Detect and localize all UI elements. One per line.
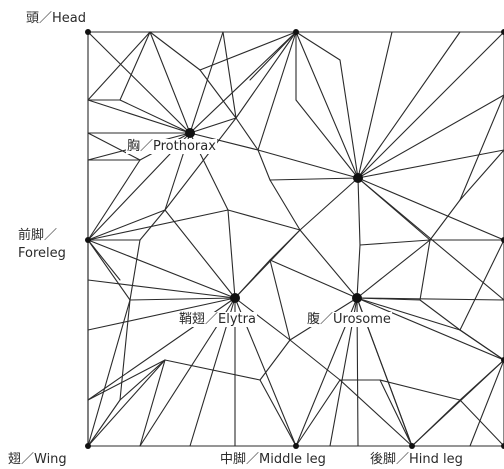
crease-line <box>88 240 130 300</box>
crease-line <box>460 360 504 400</box>
label-middle-leg: 中脚／Middle leg <box>220 452 326 467</box>
crease-line <box>380 380 460 400</box>
crease-line <box>460 400 504 446</box>
crease-line <box>358 178 430 240</box>
crease-line <box>296 380 340 446</box>
crease-line <box>296 32 358 178</box>
crease-line <box>296 100 358 178</box>
crease-line <box>88 32 150 100</box>
crease-line <box>130 240 140 300</box>
crease-line <box>120 100 190 133</box>
crease-line <box>420 300 460 330</box>
label-foreleg-cjk: 前脚／ <box>18 228 57 243</box>
crease-line <box>258 150 270 180</box>
crease-line <box>260 380 296 446</box>
crease-line <box>88 210 228 240</box>
edge-vertex <box>409 443 415 449</box>
crease-line <box>358 32 504 178</box>
crease-line <box>357 245 360 298</box>
crease-line <box>270 230 300 260</box>
crease-line <box>290 340 340 380</box>
crease-line <box>236 32 296 118</box>
crease-line <box>165 118 236 210</box>
edge-vertex <box>85 29 91 35</box>
crease-line <box>360 240 430 245</box>
crease-line <box>358 95 504 178</box>
crease-line <box>380 380 412 446</box>
label-urosome: 腹／Urosome <box>306 312 392 327</box>
major-vertex <box>353 173 363 183</box>
crease-line <box>296 32 340 60</box>
crease-line <box>88 400 120 446</box>
edge-vertex <box>293 443 299 449</box>
crease-line <box>235 260 270 298</box>
label-head: 頭／Head <box>26 11 86 26</box>
crease-line <box>270 260 357 298</box>
crease-line <box>120 300 130 400</box>
crease-line <box>460 95 504 200</box>
label-wing: 翅／Wing <box>8 452 67 467</box>
major-vertex <box>352 293 362 303</box>
crease-line <box>88 160 140 240</box>
label-prothorax: 胸／Prothorax <box>126 139 217 154</box>
crease-line <box>470 360 504 446</box>
crease-line <box>165 210 235 298</box>
crease-line <box>88 100 190 133</box>
crease-line <box>260 340 290 380</box>
crease-line <box>358 32 392 178</box>
crease-line <box>200 32 296 70</box>
edge-vertex <box>293 29 299 35</box>
crease-line <box>120 32 150 100</box>
crease-line <box>358 178 360 245</box>
edge-vertex <box>85 443 91 449</box>
crease-line <box>165 360 260 380</box>
crease-line <box>358 150 504 178</box>
crease-line <box>190 118 236 133</box>
crease-line <box>300 178 358 230</box>
crease-line <box>88 210 165 240</box>
crease-line <box>300 230 357 298</box>
label-hind-leg: 後脚／Hind leg <box>370 452 463 467</box>
crease-line <box>88 300 130 446</box>
crease-line <box>357 240 430 298</box>
major-vertex <box>185 128 195 138</box>
crease-line <box>340 380 412 446</box>
crease-line <box>412 400 460 446</box>
crease-line <box>358 178 504 240</box>
crease-line <box>223 32 236 118</box>
crease-line <box>460 330 504 360</box>
crease-line <box>460 240 504 330</box>
crease-line <box>270 260 290 340</box>
crease-line <box>250 32 296 80</box>
crease-line <box>130 298 235 300</box>
crease-line <box>258 150 358 178</box>
crease-line <box>340 60 358 178</box>
major-vertex <box>230 293 240 303</box>
edge-vertex <box>85 237 91 243</box>
crease-lines <box>88 32 504 446</box>
label-elytra: 鞘翅／Elytra <box>178 312 257 327</box>
crease-line <box>358 32 460 178</box>
crease-line <box>420 240 430 300</box>
label-foreleg: Foreleg <box>18 246 66 261</box>
crease-line <box>270 178 358 180</box>
crease-line <box>140 360 165 446</box>
crease-line <box>228 210 235 298</box>
